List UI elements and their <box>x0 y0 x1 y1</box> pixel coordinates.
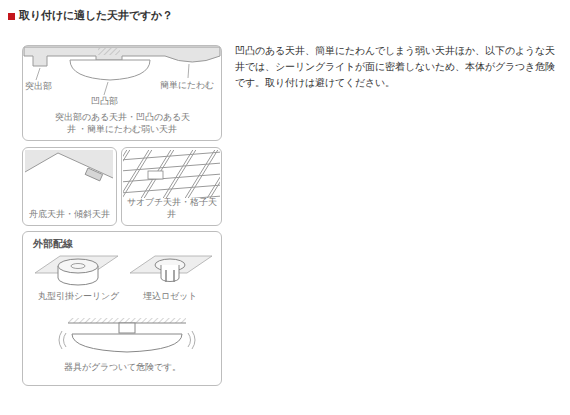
ceiling-panel: 舟底天井・傾斜天井 <box>22 147 117 226</box>
part-name: 凹凸部 <box>91 96 118 107</box>
warning-note: 器具がグラついて危険です。 <box>64 362 181 373</box>
ceiling-panel: 突出部のある天井・凹凸のある天井 ・簡単にたわむ弱い天井 <box>22 45 222 141</box>
part-name: 簡単にたわむ <box>160 80 214 91</box>
part-name: 埋込ロゼット <box>143 291 197 302</box>
panel-caption: 舟底天井・傾斜天井 <box>29 209 110 220</box>
panel-caption: 突出部のある天井・凹凸のある天井 ・簡単にたわむ弱い天井 <box>51 112 192 135</box>
ceiling-panel: サオブチ天井・格子天井 <box>121 147 222 226</box>
part-name: 突出部 <box>25 81 52 92</box>
panel-heading: 外部配線 <box>33 237 73 251</box>
part-name: 丸型引掛シーリング <box>38 291 119 302</box>
heading-marker <box>8 13 15 20</box>
panel-caption: サオブチ天井・格子天井 <box>126 197 217 220</box>
heading: 取り付けに適した天井ですか？ <box>19 9 173 23</box>
body-text: 凹凸のある天井、簡単にたわんでしまう弱い天井ほか、以下のような天井では、シーリン… <box>235 43 561 91</box>
